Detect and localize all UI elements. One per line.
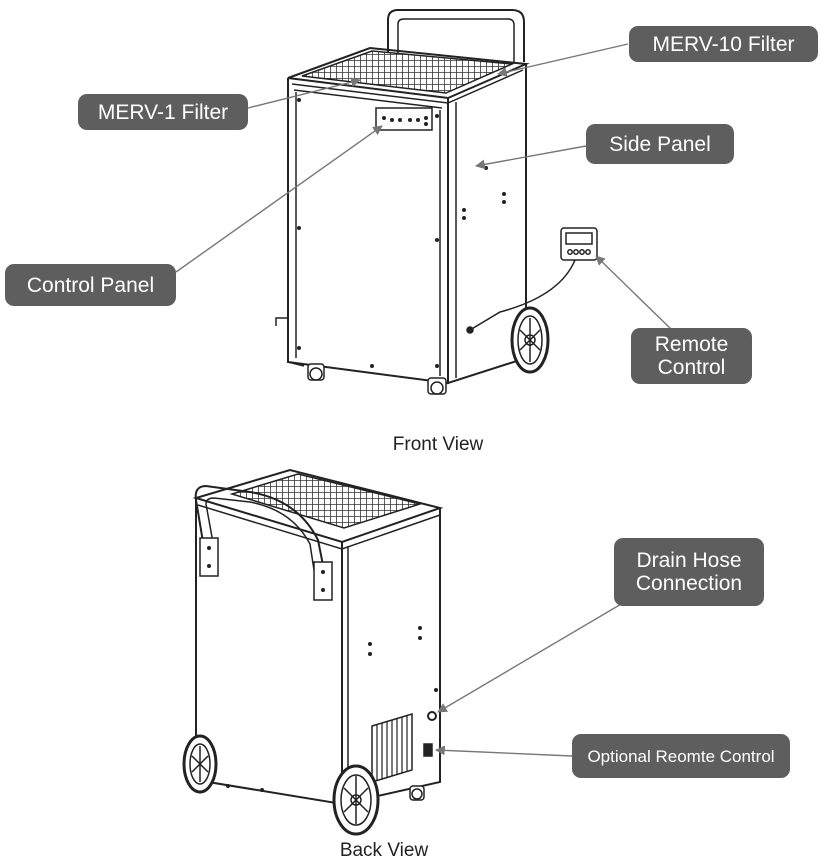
back-view-unit — [182, 468, 444, 836]
front-top-filter — [301, 50, 515, 94]
pointer-optional-remote — [435, 745, 573, 757]
side-panel — [447, 64, 527, 385]
merv10-filter-label: MERV-10 Filter — [629, 26, 818, 62]
pointer-merv1 — [247, 77, 361, 109]
pointer-remote — [595, 255, 673, 331]
back-handle — [194, 484, 325, 571]
back-view-caption: Back View — [339, 840, 429, 861]
back-wheel-left — [182, 734, 218, 794]
back-top-filter — [229, 473, 423, 529]
back-wheel-right — [332, 764, 380, 836]
drain-hose-connection-label: Drain Hose Connection — [614, 538, 764, 606]
optional-remote-control-label: Optional Reomte Control — [572, 734, 790, 778]
remote-control-label: Remote Control — [631, 328, 752, 384]
control-panel-label: Control Panel — [5, 264, 176, 306]
front-wheel — [510, 306, 550, 374]
front-view-caption: Front View — [392, 434, 484, 455]
pointer-side-panel — [475, 145, 587, 170]
back-vent-grille — [371, 712, 413, 784]
pointer-drain-hose — [437, 599, 629, 713]
remote-port — [423, 743, 433, 757]
side-panel-label: Side Panel — [586, 124, 734, 164]
pointer-lines — [175, 43, 673, 757]
front-handle — [387, 9, 525, 62]
pointer-merv10 — [497, 43, 629, 77]
merv1-filter-label: MERV-1 Filter — [78, 94, 248, 130]
pointer-control-panel — [175, 125, 383, 273]
front-view-unit — [275, 9, 598, 395]
front-control-panel — [375, 107, 433, 131]
remote-control-device — [560, 227, 598, 261]
drain-hose-port — [427, 711, 437, 721]
back-side-panel — [341, 508, 441, 806]
front-panel — [287, 78, 449, 385]
